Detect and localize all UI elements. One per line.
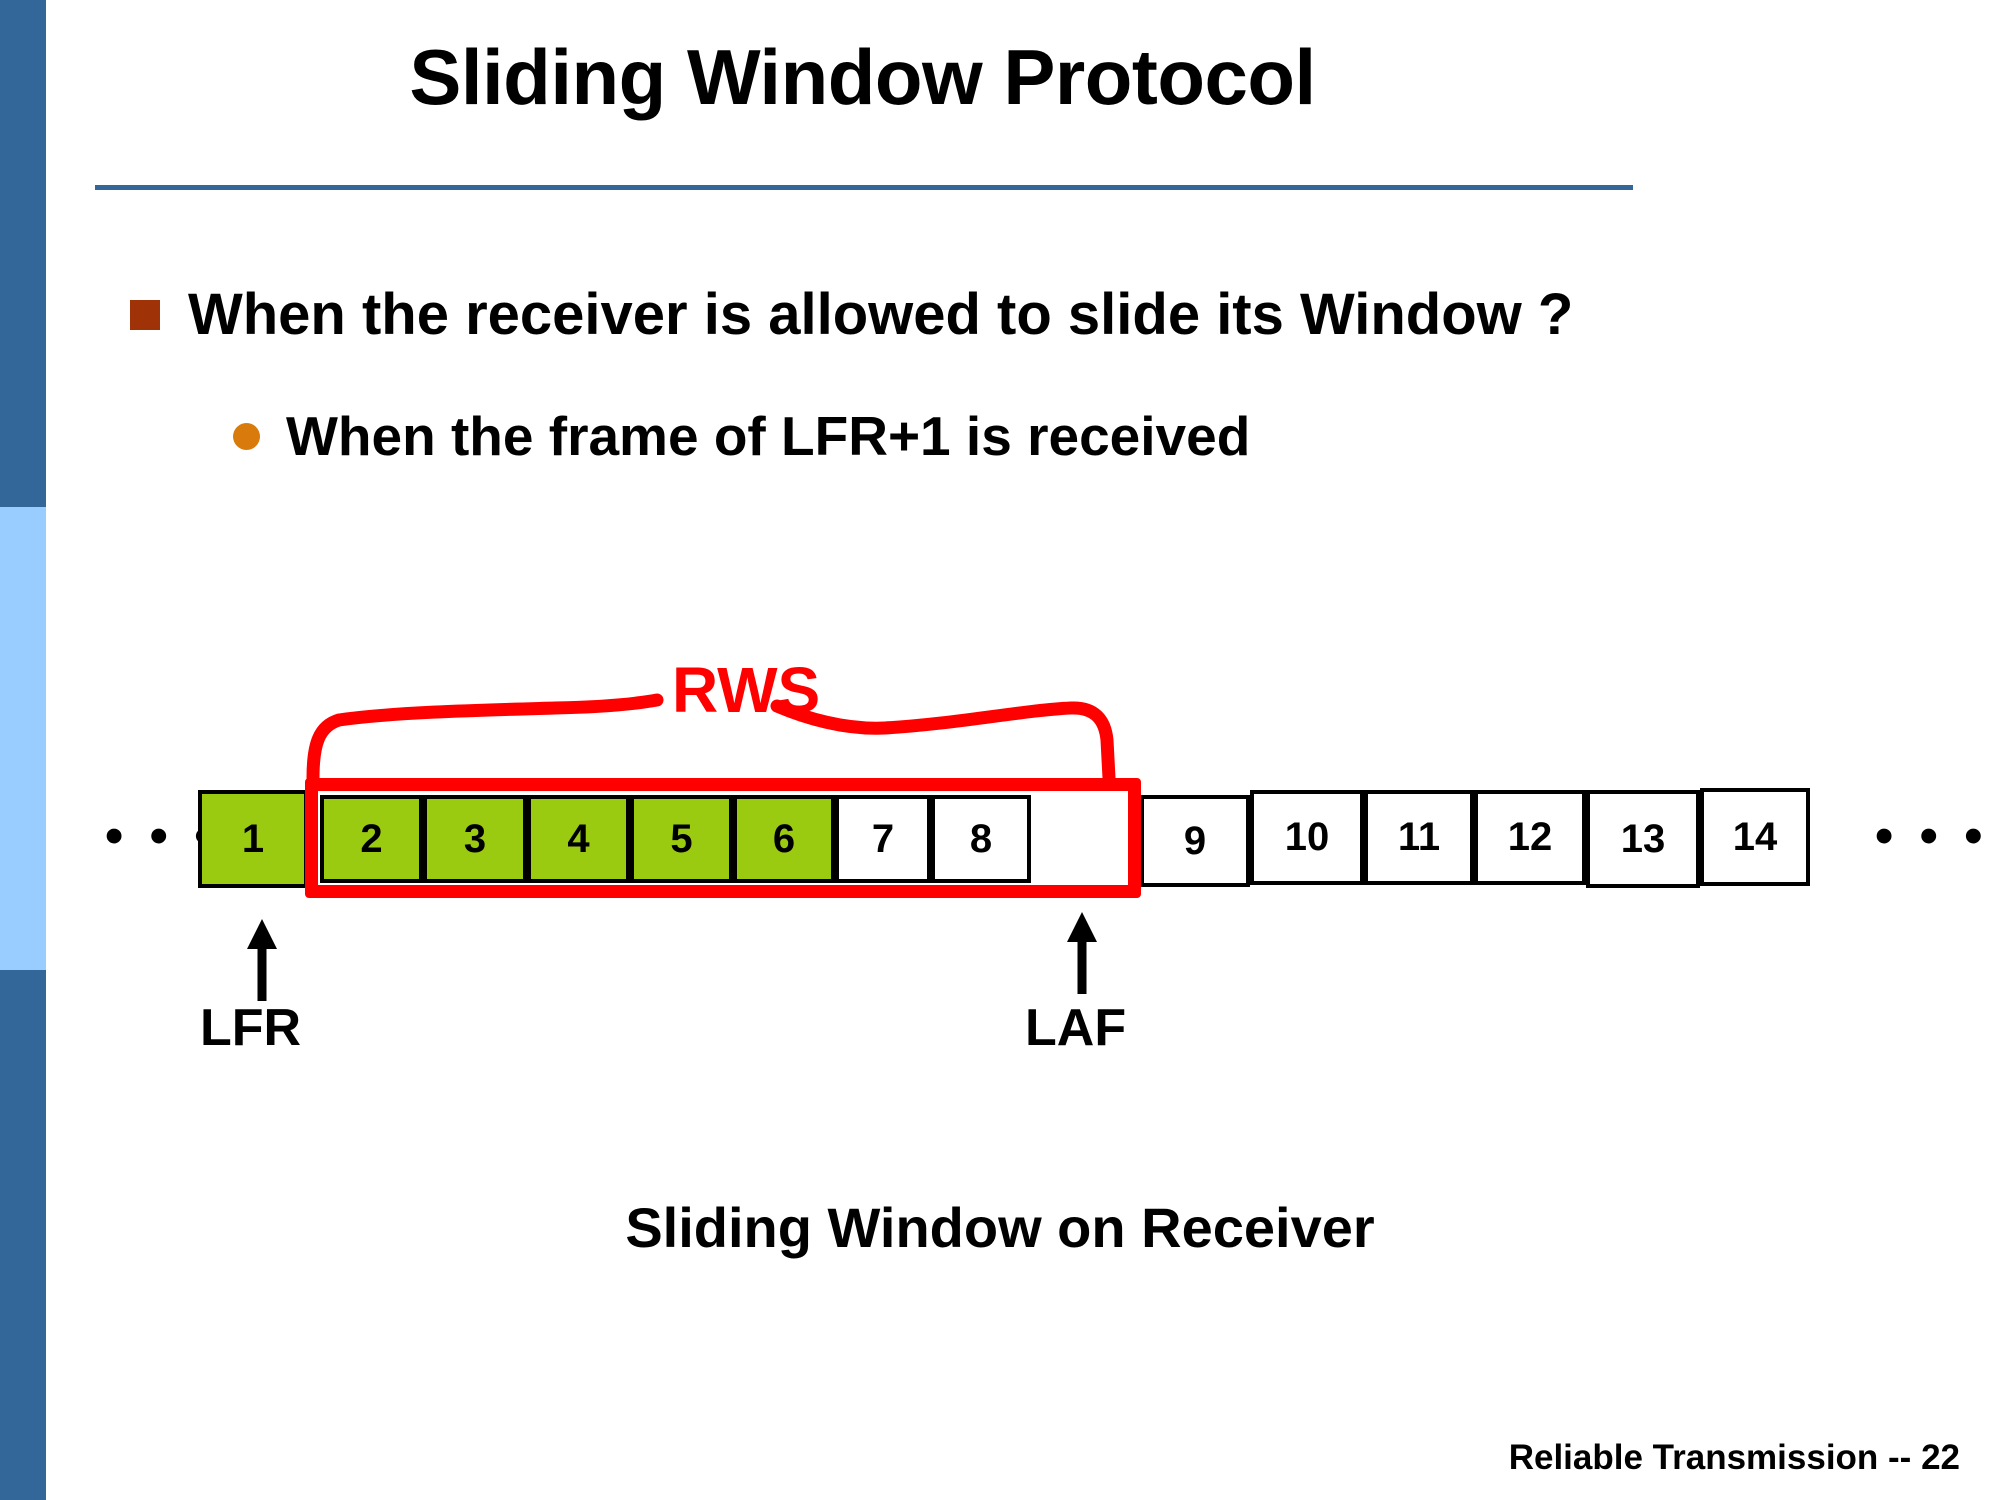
round-bullet-icon	[233, 423, 260, 451]
frame-box: 5	[630, 795, 733, 883]
rws-label: RWS	[672, 654, 821, 726]
slide-footer: Reliable Transmission -- 22	[1508, 1438, 1960, 1477]
frame-number-label: 8	[969, 816, 993, 861]
frame-number-label: 7	[871, 816, 895, 861]
frame-number-label: 13	[1620, 816, 1666, 861]
frame-box: 1	[198, 790, 308, 888]
sidebar-band-bottom	[0, 970, 46, 1500]
square-bullet-icon	[130, 300, 160, 331]
frame-box: 2	[320, 795, 423, 883]
sidebar-band-top	[0, 0, 46, 507]
title-divider-rule	[95, 185, 1633, 190]
frame-number-label: 2	[360, 816, 383, 861]
frame-box: 10	[1250, 790, 1364, 885]
frame-number-label: 3	[463, 816, 487, 861]
sidebar-band-middle	[0, 507, 46, 970]
laf-arrow-icon	[1067, 912, 1097, 994]
diagram-caption: Sliding Window on Receiver	[625, 1196, 1375, 1259]
lfr-label: LFR	[200, 999, 302, 1057]
ellipsis-right-icon: • • •	[1875, 807, 1989, 865]
bullet-level1-label: When the receiver is allowed to slide it…	[188, 282, 1574, 347]
frame-number-label: 5	[670, 816, 693, 861]
frame-number-label: 10	[1284, 815, 1330, 859]
bullet-level1: When the receiver is allowed to slide it…	[130, 282, 1574, 347]
frame-number-label: 14	[1732, 814, 1778, 859]
frame-box: 14	[1700, 788, 1810, 886]
ellipsis-left-icon: • • •	[105, 807, 219, 865]
frame-box: 7	[835, 795, 931, 883]
frame-number-label: 11	[1397, 815, 1441, 859]
frame-box: 6	[733, 795, 835, 883]
receive-window-rectangle	[305, 778, 1141, 898]
bullet-level2: When the frame of LFR+1 is received	[233, 405, 1251, 467]
frame-number-label: 4	[567, 816, 590, 861]
frame-box: 9	[1140, 795, 1250, 887]
sidebar-decoration	[0, 0, 46, 1500]
frame-box: 13	[1586, 790, 1700, 888]
rws-brace-icon	[306, 693, 1116, 785]
frame-box: 4	[527, 795, 630, 883]
frame-box: 11	[1364, 790, 1474, 885]
slide-title: Sliding Window Protocol	[409, 33, 1316, 121]
frame-box: 8	[931, 795, 1031, 883]
bullet-level2-label: When the frame of LFR+1 is received	[286, 405, 1251, 467]
frame-number-label: 12	[1507, 815, 1553, 859]
laf-label: LAF	[1025, 999, 1127, 1057]
frame-number-label: 1	[241, 816, 265, 861]
frame-number-label: 9	[1183, 818, 1207, 863]
frame-box: 3	[423, 795, 527, 883]
lfr-arrow-icon	[247, 919, 277, 1001]
frame-box: 12	[1474, 790, 1586, 885]
frame-number-label: 6	[772, 816, 796, 861]
